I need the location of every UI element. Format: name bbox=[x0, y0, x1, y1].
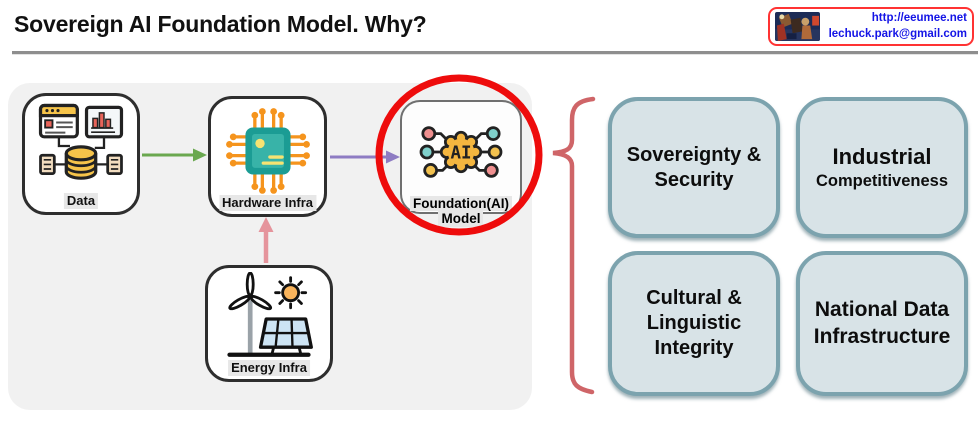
database-data-icon bbox=[38, 103, 124, 180]
node-label-foundation-model: Foundation(AI) Model bbox=[410, 195, 512, 227]
benefit-industrial-competitiveness: Industrial Competitiveness bbox=[796, 97, 968, 238]
node-hardware-infra: Hardware Infra bbox=[208, 96, 327, 217]
benefit-cultural-linguistic-integrity: Cultural & Linguistic Integrity bbox=[608, 251, 780, 396]
badge-thumbnail-image bbox=[775, 12, 820, 41]
node-label-data: Data bbox=[63, 193, 99, 209]
node-energy-infra: Energy Infra bbox=[205, 265, 333, 382]
page-title: Sovereign AI Foundation Model. Why? bbox=[14, 11, 427, 37]
title-divider bbox=[12, 51, 978, 55]
node-label-hardware-infra: Hardware Infra bbox=[218, 195, 317, 211]
ai-icon-text: AI bbox=[450, 143, 471, 163]
renewable-energy-icon bbox=[227, 272, 313, 357]
ai-network-icon: AI bbox=[419, 126, 503, 178]
benefit-national-data-infrastructure: National Data Infrastructure bbox=[796, 251, 968, 396]
badge-url-link[interactable]: http://eeumee.net bbox=[871, 11, 967, 24]
author-badge: http://eeumee.net lechuck.park@gmail.com bbox=[768, 7, 974, 46]
node-label-energy-infra: Energy Infra bbox=[228, 360, 310, 376]
badge-email-link[interactable]: lechuck.park@gmail.com bbox=[828, 27, 967, 40]
benefit-sovereignty-security: Sovereignty & Security bbox=[608, 97, 780, 238]
cpu-chip-icon bbox=[225, 108, 310, 194]
pixel-art-image bbox=[775, 12, 820, 41]
node-data: Data bbox=[22, 93, 140, 215]
node-foundation-model: AI Foundation(AI) Model bbox=[400, 100, 522, 227]
curly-brace bbox=[552, 96, 596, 395]
